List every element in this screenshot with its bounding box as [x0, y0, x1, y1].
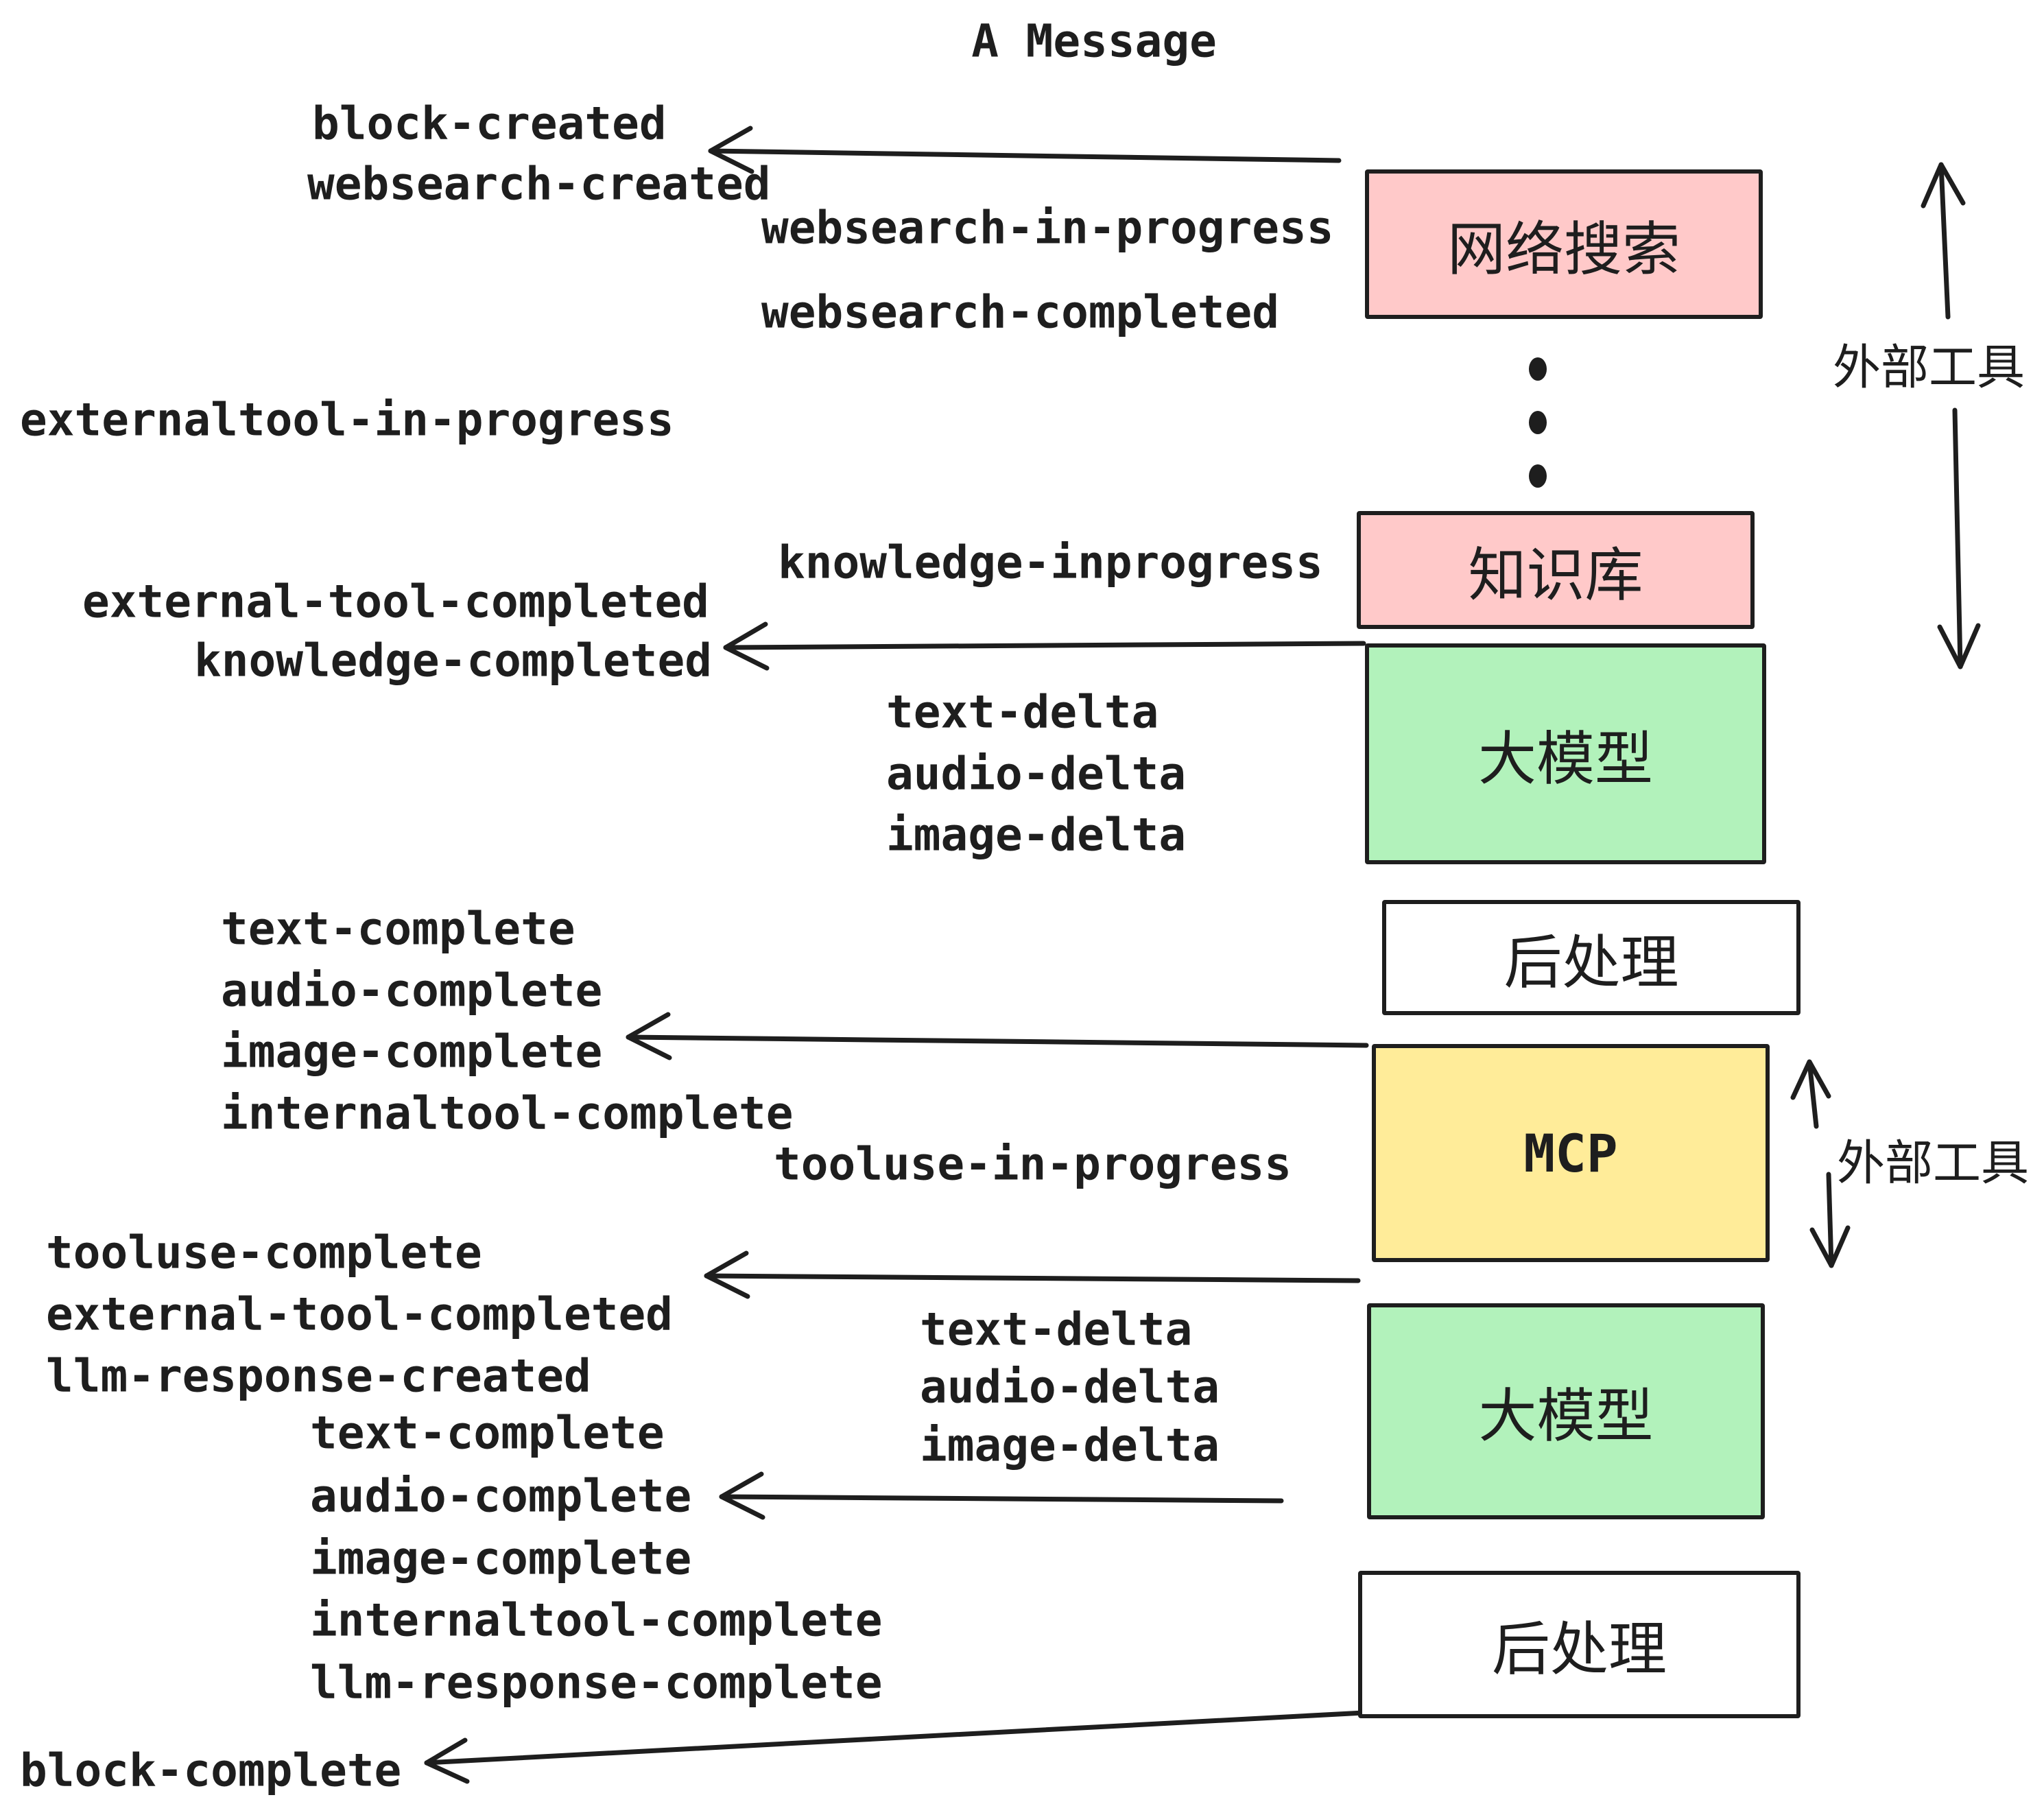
event-tooluse-in-progress: tooluse-in-progress — [774, 1137, 1292, 1191]
external-tools-up-arrow-bottom — [1790, 1059, 1831, 1129]
event-text-delta-2: text-delta — [920, 1303, 1193, 1356]
event-audio-delta: audio-delta — [886, 747, 1187, 800]
event-llm-response-created: llm-response-created — [46, 1349, 591, 1403]
event-websearch-in-progress: websearch-in-progress — [761, 201, 1334, 254]
event-text-delta: text-delta — [886, 685, 1159, 739]
box-llm-top: 大模型 — [1365, 643, 1766, 864]
event-websearch-created: websearch-created — [307, 157, 771, 211]
event-external-tool-completed-2: external-tool-completed — [46, 1287, 673, 1341]
event-tooluse-complete: tooluse-complete — [46, 1226, 482, 1279]
arrow-knowledge-to-completed — [723, 621, 1366, 671]
event-internaltool-complete: internaltool-complete — [221, 1087, 794, 1140]
event-block-complete: block-complete — [20, 1744, 402, 1797]
event-block-created: block-created — [312, 97, 667, 150]
box-mcp-label: MCP — [1523, 1122, 1618, 1184]
external-tools-down-arrow-top — [1937, 407, 1981, 669]
external-tools-label-bottom: 外部工具 — [1837, 1135, 2029, 1191]
event-audio-delta-2: audio-delta — [920, 1360, 1220, 1414]
external-tools-up-arrow-top — [1921, 162, 1966, 320]
ellipsis-dots — [1529, 357, 1547, 488]
event-image-complete: image-complete — [221, 1025, 603, 1078]
event-internaltool-complete-2: internaltool-complete — [310, 1593, 883, 1647]
event-external-tool-completed: external-tool-completed — [82, 575, 709, 628]
event-websearch-completed: websearch-completed — [761, 285, 1279, 339]
box-post-bottom-label: 后处理 — [1491, 1616, 1667, 1684]
box-llm-bottom-label: 大模型 — [1478, 1383, 1654, 1451]
external-tools-label-top: 外部工具 — [1833, 339, 2025, 396]
arrow-llm-to-complete-group — [626, 1012, 1369, 1060]
event-audio-complete: audio-complete — [221, 964, 603, 1017]
event-knowledge-completed: knowledge-completed — [194, 634, 712, 687]
arrow-post-to-block-complete — [424, 1710, 1366, 1784]
event-llm-response-complete: llm-response-complete — [310, 1656, 883, 1709]
box-knowledge: 知识库 — [1357, 511, 1755, 629]
box-websearch-label: 网络搜索 — [1447, 215, 1680, 284]
event-text-complete-2: text-complete — [310, 1406, 665, 1460]
event-image-complete-2: image-complete — [310, 1532, 692, 1585]
event-audio-complete-2: audio-complete — [310, 1469, 692, 1523]
arrow-llm2-to-audio-complete — [719, 1471, 1284, 1520]
box-llm-bottom: 大模型 — [1367, 1303, 1765, 1519]
event-text-complete: text-complete — [221, 902, 575, 956]
box-knowledge-label: 知识库 — [1468, 541, 1643, 610]
arrow-websearch-to-created — [708, 126, 1342, 174]
event-image-delta-2: image-delta — [920, 1419, 1220, 1472]
event-knowledge-inprogress: knowledge-inprogress — [778, 536, 1323, 589]
box-mcp: MCP — [1372, 1044, 1770, 1262]
diagram-title: A Message — [971, 14, 1217, 68]
box-llm-top-label: 大模型 — [1477, 725, 1653, 794]
event-externaltool-in-progress: externaltool-in-progress — [20, 393, 674, 447]
box-websearch: 网络搜索 — [1365, 169, 1763, 319]
event-image-delta: image-delta — [886, 808, 1187, 862]
box-post-top: 后处理 — [1382, 900, 1801, 1015]
box-post-top-label: 后处理 — [1504, 929, 1679, 997]
box-post-bottom: 后处理 — [1358, 1571, 1801, 1718]
arrow-mcp-to-tooluse-complete — [704, 1250, 1361, 1299]
